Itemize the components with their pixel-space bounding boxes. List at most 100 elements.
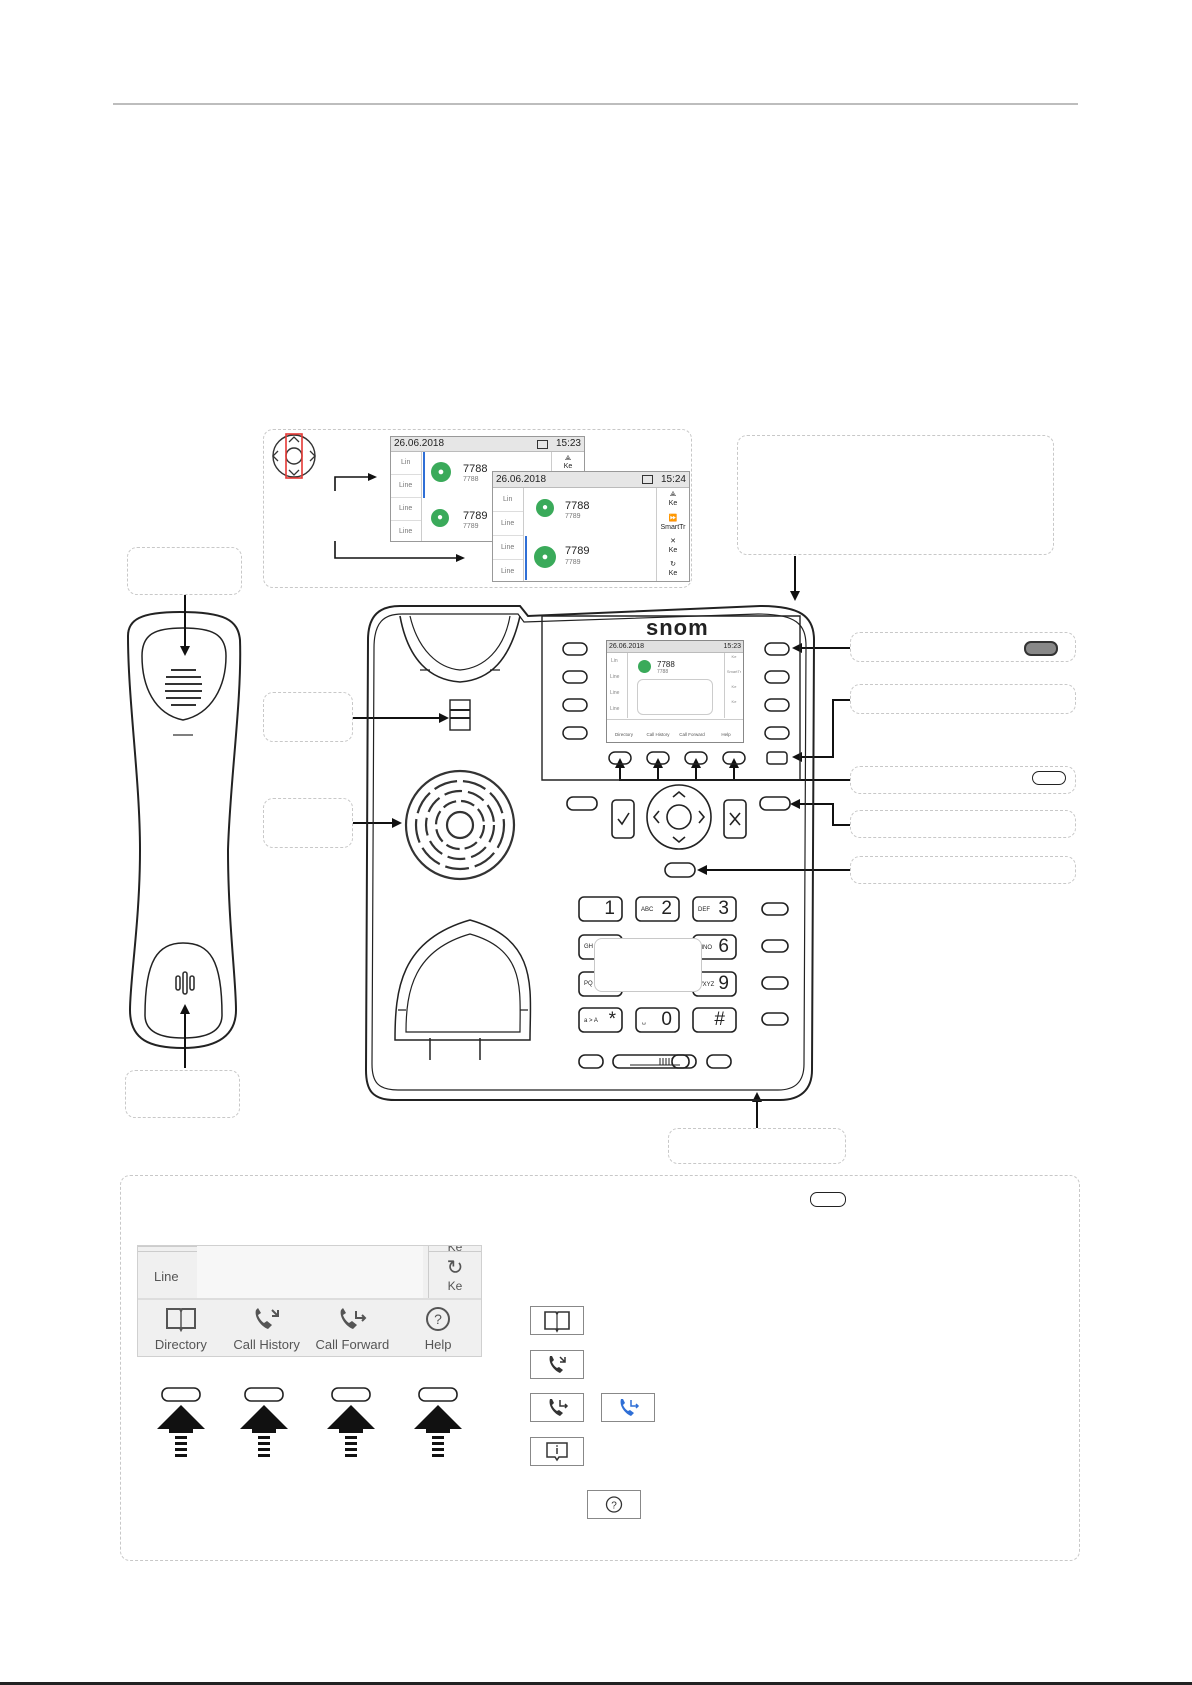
softkey-label: Call Forward — [679, 732, 705, 737]
key-digit: 6 — [718, 936, 729, 957]
line-key-label: Lin — [493, 488, 523, 512]
key-digit: * — [608, 1009, 616, 1030]
softkey-label: Directory — [614, 732, 633, 737]
screen-switch-graphic — [272, 433, 465, 562]
softkey-label: Help — [424, 1337, 452, 1352]
call-forward-active-icon — [620, 1399, 640, 1416]
call-forward-icon — [340, 1308, 367, 1329]
key-0[interactable]: ␣ 0 — [636, 1008, 679, 1032]
contact-avatar: ● — [431, 462, 451, 482]
window-icon — [642, 475, 653, 484]
key-letters: WXYZ — [697, 982, 715, 988]
callout-base — [668, 1128, 846, 1164]
side-key-label: Ke — [668, 547, 678, 554]
key-2[interactable]: ABC 2 — [636, 897, 679, 921]
contact-number: 7789 — [565, 513, 581, 520]
contact-avatar — [638, 660, 651, 673]
smart-transfer-icon: ⏩ — [668, 515, 678, 522]
help-icon: ? — [605, 1496, 623, 1513]
key-hash[interactable]: # — [693, 1008, 736, 1032]
share-icon: ⟁ — [669, 491, 677, 498]
phone-body — [364, 604, 816, 1101]
callout-speaker — [263, 798, 353, 848]
call-forward-icon — [549, 1399, 569, 1416]
key-9[interactable]: WXYZ 9 — [693, 972, 736, 996]
callout-expansion-key — [850, 684, 1076, 714]
contact-number: 7788 — [463, 476, 479, 483]
legend-call-forward-active — [601, 1393, 655, 1422]
key-letters: ABC — [641, 907, 654, 913]
contact-avatar: ● — [431, 509, 449, 527]
key-digit: 1 — [604, 898, 615, 919]
header-rule — [113, 103, 1078, 105]
legend-call-history — [530, 1350, 584, 1379]
side-key-label: Ke — [447, 1279, 463, 1293]
share-icon: ⟁ — [564, 455, 572, 462]
softkey-label: Directory — [154, 1337, 207, 1352]
key-digit: 9 — [718, 973, 729, 994]
screen-date: 26.06.2018 — [394, 438, 445, 449]
contact-number: 7789 — [463, 523, 479, 530]
line-key-label: Line — [154, 1269, 179, 1284]
keypad-callout-box — [594, 938, 702, 992]
brand-logo: snom — [646, 615, 709, 640]
softkey-push-arrows — [157, 1387, 462, 1457]
line-key-label: Line — [501, 568, 515, 575]
softkey-label: Call History — [233, 1337, 300, 1352]
softkey-call-history[interactable]: Call History — [224, 1302, 310, 1356]
key-1[interactable]: 1 — [579, 897, 622, 921]
side-key-label: Ke — [731, 654, 737, 659]
footer-rule — [0, 1682, 1192, 1685]
phone-display: 26.06.2018 15:23 Lin Line Line Line 7788… — [606, 640, 744, 743]
callout-voicemail — [850, 810, 1076, 838]
handset — [126, 610, 242, 1050]
softkey-icon — [810, 1192, 846, 1207]
contact-name: 7789 — [463, 510, 488, 522]
screen-time: 15:23 — [555, 438, 581, 449]
callout-hook — [263, 692, 353, 742]
softkey-call-forward[interactable]: Call Forward — [310, 1302, 396, 1356]
line-key-label: Line — [610, 674, 620, 680]
key-digit: 0 — [661, 1009, 672, 1030]
line-key-label: Lin — [391, 452, 421, 475]
softkey-label: Call History — [646, 732, 670, 737]
contact-name: 7789 — [565, 545, 590, 557]
softkey-help[interactable]: ? Help — [395, 1302, 481, 1356]
line-keys — [562, 642, 790, 765]
side-key-label: SmartTr — [726, 669, 742, 674]
key-digit: 3 — [718, 898, 729, 919]
key-letters-partial: GH — [584, 944, 593, 950]
zoomed-display: Line Ke ↻ Ke Directory Call History — [137, 1245, 482, 1357]
book-icon — [544, 1311, 570, 1333]
line-key-label: Line — [610, 706, 620, 712]
contact-number: 7788 — [657, 669, 669, 675]
softkey-directory[interactable]: Directory — [138, 1302, 224, 1356]
line-key-label: Line — [391, 498, 421, 521]
key-digit: 2 — [661, 898, 672, 919]
key-star[interactable]: a > A * — [579, 1008, 622, 1032]
legend-call-forward — [530, 1393, 584, 1422]
softkey-label: Call Forward — [315, 1337, 390, 1352]
key-letters: DEF — [698, 907, 710, 913]
mini-screen-back: 26.06.2018 15:24 Lin Line Line Line ● 77… — [492, 471, 690, 582]
line-key-label: Line — [391, 475, 421, 498]
side-key-label: Ke — [563, 463, 573, 470]
display-date: 26.06.2018 — [609, 643, 645, 650]
contact-name: 7788 — [565, 500, 590, 512]
window-icon — [537, 440, 548, 449]
softkey-icon — [1032, 771, 1066, 785]
contact-name: 7788 — [657, 660, 675, 669]
help-icon: ? — [426, 1307, 451, 1331]
key-letters-partial: PQ — [584, 981, 593, 987]
screen-time: 15:24 — [660, 474, 686, 485]
line-key-label: Lin — [611, 658, 618, 664]
side-key-label: Ke — [447, 1245, 463, 1254]
callout-receiver — [127, 547, 242, 595]
display-time: 15:23 — [723, 643, 741, 650]
key-3[interactable]: DEF 3 — [693, 897, 736, 921]
key-letters: ␣ — [642, 1019, 646, 1025]
key-digit: # — [714, 1009, 725, 1030]
call-history-icon — [255, 1308, 279, 1329]
key-6[interactable]: MNO 6 — [693, 935, 736, 959]
switch-arrows — [334, 476, 459, 559]
